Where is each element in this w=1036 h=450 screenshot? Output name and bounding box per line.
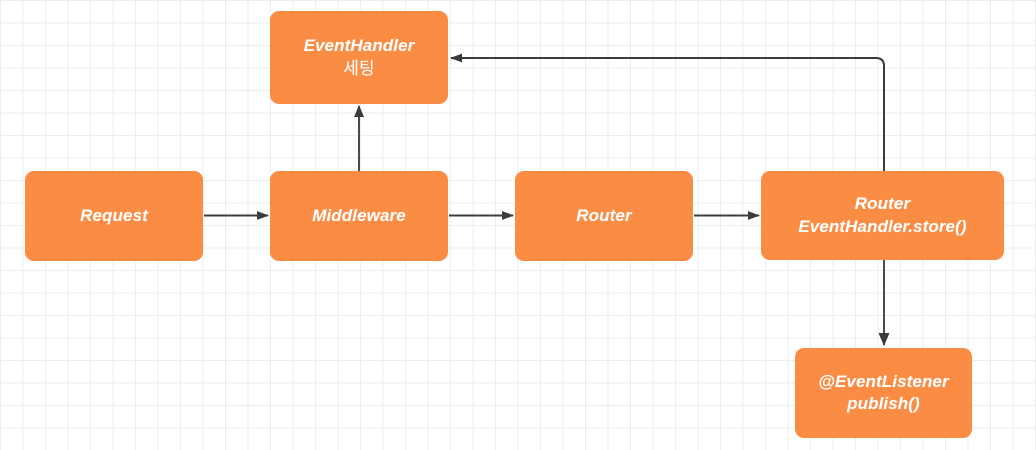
node-middleware[interactable]: Middleware: [270, 171, 448, 261]
node-event-listener-publish-label: @EventListener publish(): [795, 371, 972, 416]
node-event-handler-setting-line1: EventHandler: [303, 36, 415, 56]
node-event-handler-setting-line2: 세팅: [343, 58, 375, 78]
node-event-handler-setting[interactable]: EventHandler 세팅: [270, 11, 448, 104]
node-router-event-handler-store-line2: EventHandler.store(): [798, 216, 967, 236]
node-router-event-handler-store[interactable]: Router EventHandler.store(): [761, 171, 1004, 260]
node-event-listener-publish-line2: publish(): [847, 394, 920, 413]
node-router-label: Router: [576, 205, 632, 225]
node-request[interactable]: Request: [25, 171, 203, 261]
node-event-listener-publish-line1: @EventListener: [818, 371, 949, 391]
node-event-listener-publish[interactable]: @EventListener publish(): [795, 348, 972, 438]
node-router-event-handler-store-line1: Router: [854, 194, 911, 214]
node-middleware-label: Middleware: [312, 205, 406, 225]
node-event-handler-setting-label: EventHandler 세팅: [270, 35, 448, 80]
node-router[interactable]: Router: [515, 171, 693, 261]
node-router-event-handler-store-label: Router EventHandler.store(): [761, 193, 1004, 238]
node-request-label: Request: [80, 205, 148, 225]
